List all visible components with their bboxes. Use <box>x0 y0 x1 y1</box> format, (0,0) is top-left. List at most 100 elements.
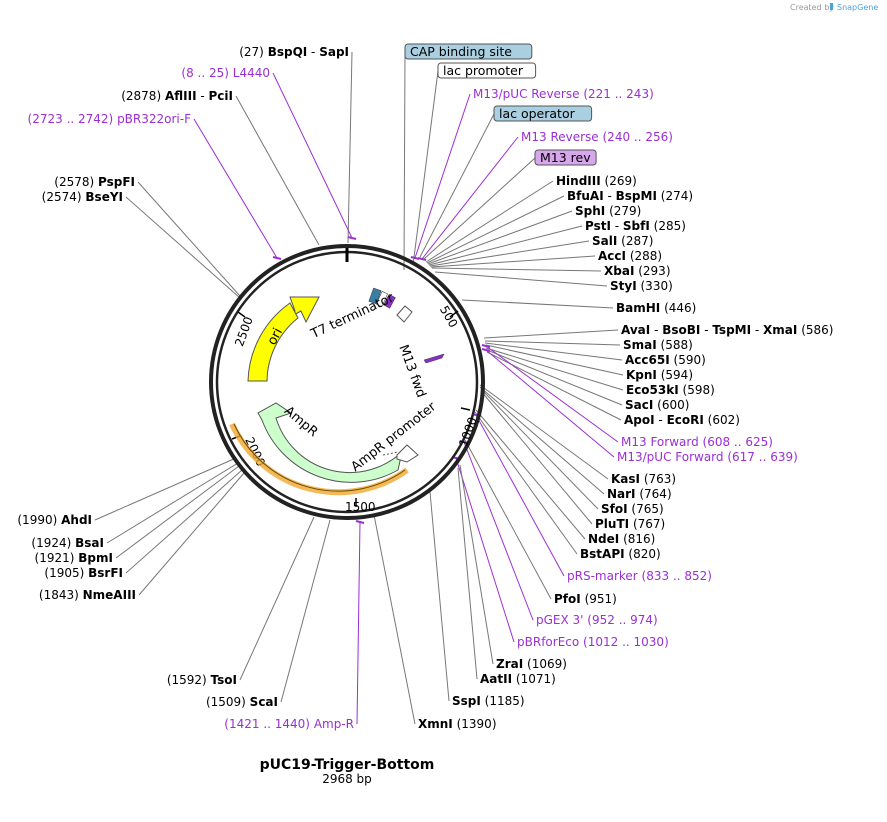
laco-box[interactable]: lac operator <box>493 105 593 122</box>
m13revbox-box[interactable]: M13 rev <box>534 149 597 166</box>
sspi-label[interactable]: SspI (1185) <box>452 694 525 708</box>
nmeaiii-label[interactable]: (1843) NmeAIII <box>39 588 136 602</box>
bfua-enzyme-0: BfuAI <box>567 189 604 203</box>
pluti-label[interactable]: PluTI (767) <box>595 517 665 531</box>
backbone-outer <box>209 244 485 520</box>
kpni-label[interactable]: KpnI (594) <box>626 368 693 382</box>
bstapi-label[interactable]: BstAPI (820) <box>580 547 661 561</box>
pfoi-label[interactable]: PfoI (951) <box>554 592 617 606</box>
pbr322-label[interactable]: (2723 .. 2742) pBR322ori-F <box>28 112 192 126</box>
afliii-enzyme-0: AflIII <box>165 89 197 103</box>
laco-leader <box>419 113 495 258</box>
ampr-name: Amp-R <box>314 717 354 731</box>
bpmi-position: (1921) <box>35 551 75 565</box>
cap-box-text: CAP binding site <box>410 44 512 59</box>
m13rev-primer-mark <box>417 257 427 261</box>
bsai-label[interactable]: (1924) BsaI <box>31 536 104 550</box>
zrai-label[interactable]: ZraI (1069) <box>496 657 567 671</box>
ampr-promoter-arrow[interactable] <box>396 444 419 463</box>
ori-label: ori <box>265 326 286 348</box>
pgex-range: (952 .. 974) <box>587 613 657 627</box>
pbr322-leader <box>193 118 278 259</box>
tsoi-position: (1592) <box>167 673 207 687</box>
aatii-label[interactable]: AatII (1071) <box>480 672 556 686</box>
cap-site-mark <box>368 287 382 305</box>
kasi-label[interactable]: KasI (763) <box>611 472 676 486</box>
bfua-position: (274) <box>661 189 693 203</box>
bspqi-label[interactable]: (27) BspQI - SapI <box>239 45 349 59</box>
cap-box[interactable]: CAP binding site <box>404 43 533 60</box>
sphi-label[interactable]: SphI (279) <box>575 204 641 218</box>
m13rev-name: M13 Reverse <box>521 130 599 144</box>
acc65i-enzyme-0: Acc65I <box>625 353 670 367</box>
m13fwdp-label[interactable]: M13 Forward (608 .. 625) <box>621 435 773 449</box>
sali-label[interactable]: SalI (287) <box>592 234 653 248</box>
bspqi-enzyme-0: BspQI <box>268 45 308 59</box>
ndei-label[interactable]: NdeI (816) <box>588 532 655 546</box>
xmni-label[interactable]: XmnI (1390) <box>418 717 497 731</box>
kpni-enzyme-0: KpnI <box>626 368 657 382</box>
sspi-position: (1185) <box>485 694 525 708</box>
l4440-label[interactable]: (8 .. 25) L4440 <box>181 66 270 80</box>
pspfi-label[interactable]: (2578) PspFI <box>54 175 135 189</box>
sphi-leader <box>427 210 573 265</box>
sphi-enzyme-0: SphI <box>575 204 605 218</box>
saci-label[interactable]: SacI (600) <box>625 398 689 412</box>
prs-leader <box>475 414 565 577</box>
m13pucfwd-label[interactable]: M13/pUC Forward (617 .. 639) <box>617 450 798 464</box>
pbrfor-range: (1012 .. 1030) <box>583 635 669 649</box>
lacp-box[interactable]: lac promoter <box>437 62 537 79</box>
bamhi-enzyme-0: BamHI <box>616 301 660 315</box>
eco53ki-label[interactable]: Eco53kI (598) <box>626 383 715 397</box>
m13pucrev-leader <box>414 93 471 259</box>
nari-label[interactable]: NarI (764) <box>607 487 672 501</box>
bamhi-label[interactable]: BamHI (446) <box>616 301 696 315</box>
t7-arrow[interactable] <box>396 305 413 323</box>
bpmi-label[interactable]: (1921) BpmI <box>35 551 113 565</box>
afliii-label[interactable]: (2878) AflIII - PciI <box>121 89 233 103</box>
xbai-label[interactable]: XbaI (293) <box>604 264 671 278</box>
avai-enzyme-2: TspMI <box>712 323 751 337</box>
bsrfi-leader <box>125 469 243 574</box>
ahdi-label[interactable]: (1990) AhdI <box>17 513 92 527</box>
avai-leader <box>483 329 619 339</box>
hind-label[interactable]: HindIII (269) <box>556 174 637 188</box>
m13rev-label[interactable]: M13 Reverse (240 .. 256) <box>521 130 673 144</box>
sfoi-label[interactable]: SfoI (765) <box>601 502 664 516</box>
acci-label[interactable]: AccI (288) <box>598 249 662 263</box>
apoi-label[interactable]: ApoI - EcoRI (602) <box>624 413 740 427</box>
bstapi-leader <box>474 411 578 555</box>
acc65i-label[interactable]: Acc65I (590) <box>625 353 706 367</box>
sfoi-position: (765) <box>631 502 663 516</box>
m13pucfwd-name: M13/pUC Forward <box>617 450 724 464</box>
scai-label[interactable]: (1509) ScaI <box>206 695 278 709</box>
kpni-position: (594) <box>661 368 693 382</box>
m13fwdp-name: M13 Forward <box>621 435 699 449</box>
ampr-leader <box>356 521 361 725</box>
sali-enzyme-0: SalI <box>592 234 617 248</box>
bfua-label[interactable]: BfuAI - BspMI (274) <box>567 189 693 203</box>
psti-label[interactable]: PstI - SbfI (285) <box>585 219 686 233</box>
smai-label[interactable]: SmaI (588) <box>623 338 693 352</box>
tsoi-label[interactable]: (1592) TsoI <box>167 673 237 687</box>
bfua-enzyme-1: BspMI <box>616 189 657 203</box>
m13fwdp-range: (608 .. 625) <box>703 435 773 449</box>
pbrfor-label[interactable]: pBRforEco (1012 .. 1030) <box>517 635 669 649</box>
ampr-range: (1421 .. 1440) <box>224 717 310 731</box>
bsai-enzyme-0: BsaI <box>75 536 104 550</box>
ampr-label[interactable]: (1421 .. 1440) Amp-R <box>224 717 354 731</box>
m13pucrev-label[interactable]: M13/pUC Reverse (221 .. 243) <box>473 87 654 101</box>
bfua-leader <box>426 195 565 264</box>
pgex-label[interactable]: pGEX 3' (952 .. 974) <box>536 613 658 627</box>
bseyi-label[interactable]: (2574) BseYI <box>42 190 123 204</box>
avai-label[interactable]: AvaI - BsoBI - TspMI - XmaI (586) <box>621 323 833 337</box>
styi-label[interactable]: StyI (330) <box>610 279 673 293</box>
acc65i-leader <box>484 342 623 361</box>
psti-position: (285) <box>654 219 686 233</box>
l4440-range: (8 .. 25) <box>181 66 229 80</box>
kasi-enzyme-0: KasI <box>611 472 640 486</box>
prs-label[interactable]: pRS-marker (833 .. 852) <box>567 569 712 583</box>
laco-box-text: lac operator <box>499 106 576 121</box>
pspfi-enzyme-0: PspFI <box>98 175 135 189</box>
bsrfi-label[interactable]: (1905) BsrFI <box>44 566 123 580</box>
